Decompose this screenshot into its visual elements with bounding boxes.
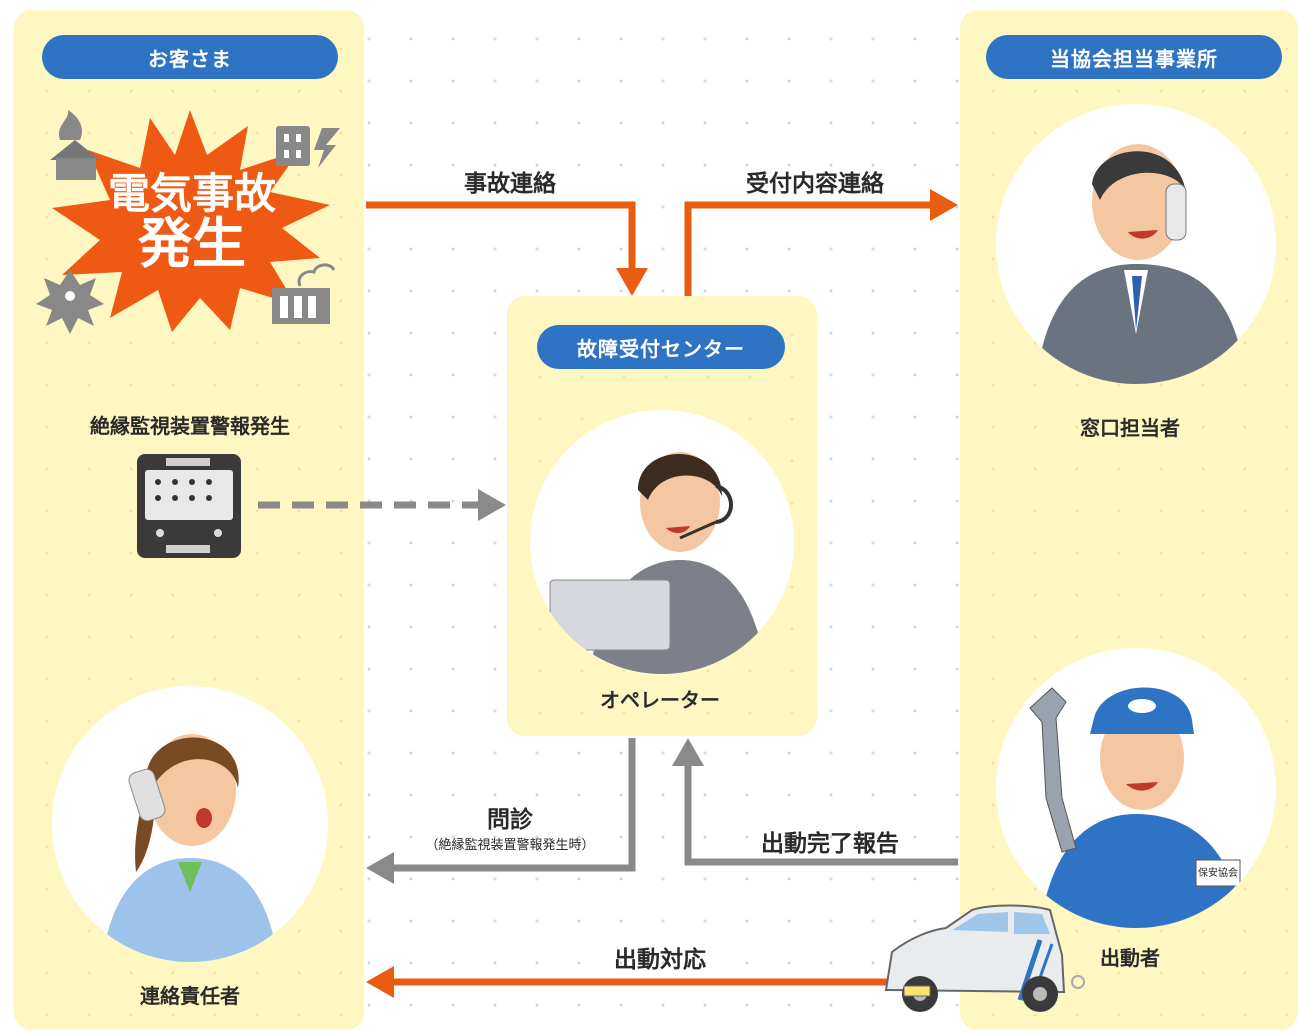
- electric-shock-icon: [36, 270, 104, 334]
- accident-contact-arrow: [366, 201, 648, 296]
- inquiry-note: （絶縁監視装置警報発生時）: [425, 838, 595, 853]
- badge-text: 保安協会: [1198, 868, 1238, 879]
- operator-avatar: [530, 410, 794, 674]
- dispatch-report-arrow: [672, 738, 958, 866]
- dispatch-report-label: 出動完了報告: [761, 831, 899, 857]
- accident-contact-label: 事故連絡: [464, 171, 556, 197]
- window-staff-label: 窓口担当者: [1080, 416, 1180, 440]
- dispatcher-label: 出動者: [1100, 946, 1160, 970]
- dispatcher-avatar: [996, 648, 1276, 928]
- alarm-dashed-arrow: [258, 489, 506, 521]
- inquiry-arrow: [366, 738, 636, 884]
- contact-person-avatar: [52, 686, 328, 962]
- incident-line1: 電気事故: [107, 169, 276, 218]
- car-icon: [884, 904, 1085, 1012]
- factory-icon: [272, 263, 336, 324]
- contact-person-label: 連絡責任者: [140, 984, 240, 1008]
- outlet-icon: [276, 126, 340, 168]
- alarm-device-icon: [137, 454, 241, 558]
- customer-header: お客さま: [42, 35, 338, 79]
- alarm-label: 絶縁監視装置警報発生: [90, 414, 290, 438]
- center-header: 故障受付センター: [537, 325, 785, 369]
- operator-label: オペレーター: [600, 688, 720, 712]
- dispatch-response-label: 出動対応: [614, 947, 706, 973]
- incident-title: 電気事故 発生: [92, 169, 292, 276]
- incident-line2: 発生: [138, 212, 246, 276]
- dispatch-response-arrow: [366, 966, 892, 998]
- burning-house-icon: [50, 110, 100, 180]
- incident-burst: [52, 110, 330, 332]
- window-staff-avatar: [996, 104, 1276, 384]
- reception-contact-arrow: [684, 189, 958, 296]
- inquiry-label: 問診: [487, 807, 533, 833]
- reception-contact-label: 受付内容連絡: [746, 171, 884, 197]
- office-header: 当協会担当事業所: [986, 35, 1282, 79]
